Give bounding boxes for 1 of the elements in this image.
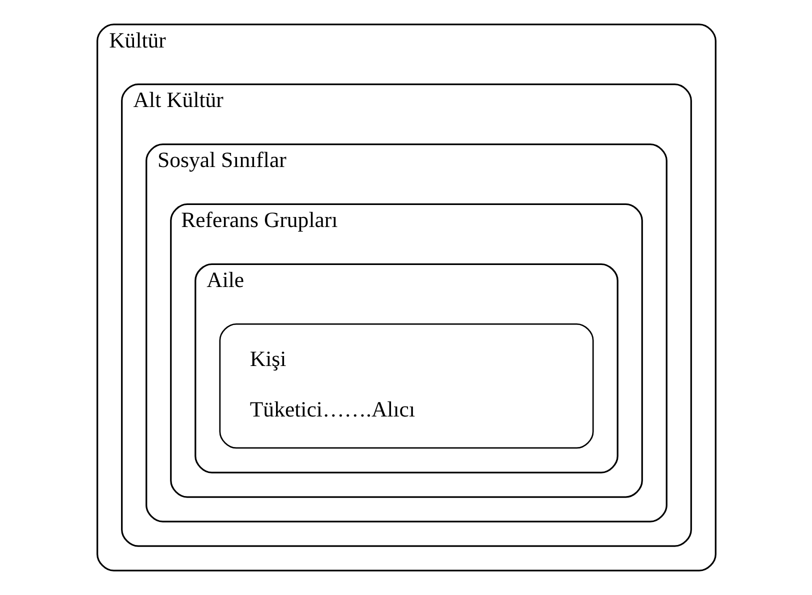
node-box: Kişi Tüketici…….Alıcı — [218, 323, 594, 449]
